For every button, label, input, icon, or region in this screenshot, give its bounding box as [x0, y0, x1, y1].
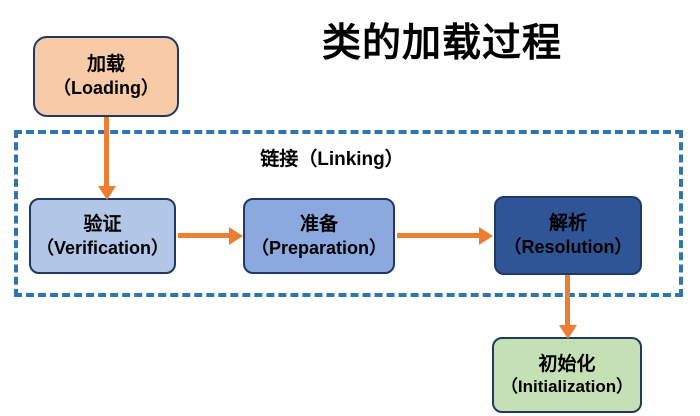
node-loading-label-en: （Loading） — [53, 78, 159, 99]
node-initialization[interactable]: 初始化 （Initialization） — [492, 337, 642, 413]
linking-group-container — [14, 130, 683, 297]
arrow-preparation-to-resolution-head — [479, 226, 493, 245]
node-loading-label-cn: 加载 — [86, 54, 125, 76]
arrow-loading-to-verification-shaft — [104, 117, 109, 189]
node-initialization-label-en: （Initialization） — [500, 377, 634, 397]
node-preparation-label-en: （Preparation） — [250, 237, 388, 258]
arrow-verification-to-preparation-head — [229, 226, 243, 245]
linking-group-label: 链接（Linking） — [260, 149, 404, 170]
node-preparation-label-cn: 准备 — [299, 213, 338, 235]
arrow-preparation-to-resolution-shaft — [397, 233, 481, 238]
node-resolution-label-cn: 解析 — [548, 213, 587, 235]
arrow-loading-to-verification-head — [97, 186, 116, 200]
node-initialization-label-cn: 初始化 — [538, 353, 596, 375]
arrow-resolution-to-initialization-head — [558, 325, 577, 339]
node-resolution-label-en: （Resolution） — [503, 237, 633, 258]
node-resolution[interactable]: 解析 （Resolution） — [494, 196, 642, 275]
node-loading[interactable]: 加载 （Loading） — [33, 36, 179, 117]
node-preparation[interactable]: 准备 （Preparation） — [243, 198, 395, 274]
page-title: 类的加载过程 — [321, 22, 562, 65]
arrow-resolution-to-initialization-shaft — [565, 275, 570, 328]
node-verification-label-en: （Verification） — [35, 237, 170, 258]
node-verification[interactable]: 验证 （Verification） — [29, 198, 176, 274]
node-verification-label-cn: 验证 — [83, 213, 122, 235]
arrow-verification-to-preparation-shaft — [178, 233, 231, 238]
